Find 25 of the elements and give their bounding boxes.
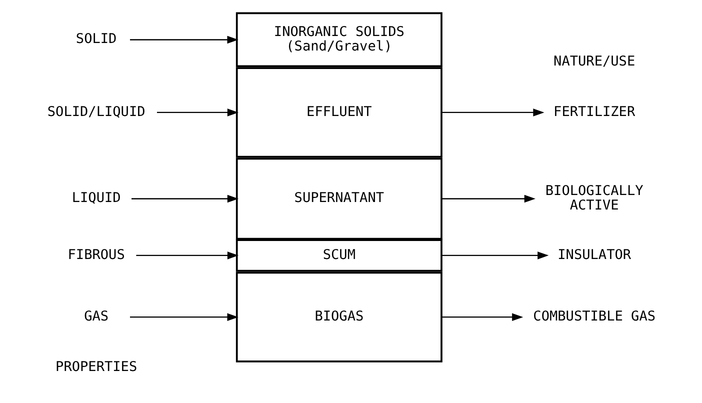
arrow: [156, 108, 238, 116]
arrow: [441, 194, 535, 203]
node-box: SUPERNATANT: [235, 158, 442, 240]
node-text: BIOLOGICALLY ACTIVE: [544, 182, 643, 214]
arrow: [441, 252, 548, 260]
node-box: EFFLUENT: [235, 67, 442, 158]
node-box: SCUM: [235, 239, 442, 272]
label: PROPERTIES: [55, 359, 137, 376]
node-text: SOLID: [75, 31, 116, 48]
node-text: FIBROUS: [67, 246, 124, 263]
arrow: [136, 252, 238, 260]
arrow: [129, 36, 238, 44]
node-text: FERTILIZER: [553, 104, 635, 120]
arrow: [441, 313, 523, 321]
label: NATURE/USE: [553, 53, 635, 70]
arrow: [131, 194, 238, 203]
node-text: LIQUID: [71, 190, 120, 206]
node-text: INSULATOR: [557, 246, 631, 263]
node-text: GAS: [84, 308, 108, 325]
node-box: INORGANIC SOLIDS (Sand/Gravel): [235, 12, 442, 68]
node-text: SOLID/LIQUID: [46, 104, 145, 120]
node-box: BIOGAS: [235, 272, 442, 362]
arrow: [441, 108, 544, 116]
node-text: COMBUSTIBLE GAS: [532, 308, 656, 325]
arrow: [129, 313, 238, 321]
